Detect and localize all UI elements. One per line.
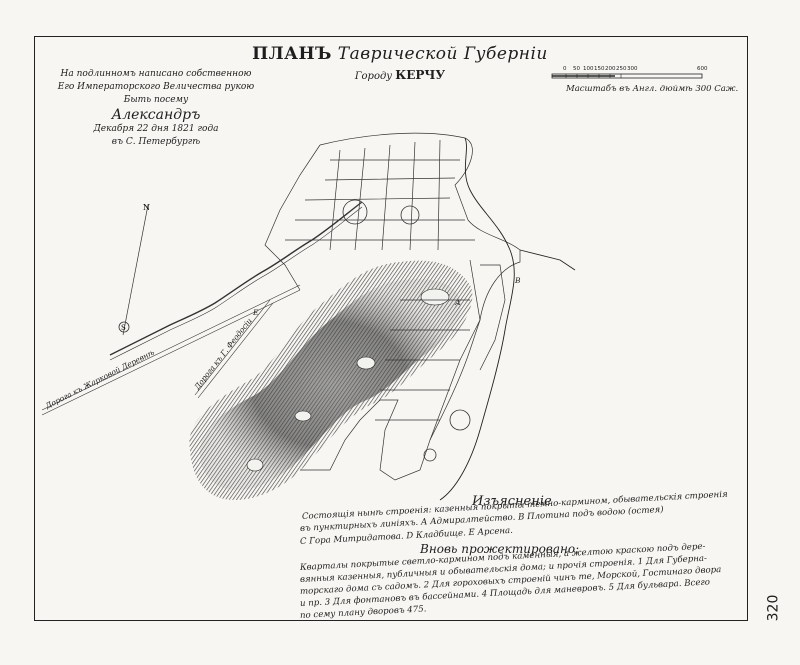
map-letter-e: Е [253,308,259,317]
scale-tick-label: 250 [616,66,627,72]
compass [118,204,149,336]
map-frame [34,36,748,621]
subtitle-city: КЕРЧУ [395,68,446,82]
town-grid [264,132,521,481]
title-prefix: ПЛАНЪ [252,44,332,64]
scale-tick-label: 200 [605,66,616,72]
scale-tick-label: 600 [697,66,708,72]
town-circle [342,199,368,225]
inscription-line: На подлинномъ написано собственною [60,69,252,79]
scale-label: Масштабъ въ Англ. дюймѣ 300 Саж. [566,84,739,94]
map-letter-b: В [515,276,521,285]
page-number: 320 [765,594,782,622]
scale-tick-label: 300 [627,66,638,72]
compass-north-label: N [143,203,150,212]
shoreline [439,137,576,501]
map-letter-a: А [455,298,461,307]
road-lines [41,284,301,416]
imperial-inscription: На подлинномъ написано собственною Его И… [40,68,272,149]
scale-tick-label: 50 [573,66,580,72]
scale-bar [551,73,703,79]
inscription-line: въ С. Петербургѣ [111,137,201,147]
inscription-line: Его Императорского Величества рукою [57,82,255,92]
mountain-ridge [189,260,473,500]
town-circle [400,205,420,225]
legend-title: Изъясненіе [472,494,552,509]
compass-south-label: S [121,324,126,332]
title-rest: Таврической Губерніи [337,44,548,64]
scale-tick-label: 0 [563,66,567,72]
town-circle [423,448,437,462]
inscription-line: Быть посему [123,95,189,105]
legend-subtitle: Вновь прожектировано: [420,542,580,556]
inscription-line: Декабря 22 дня 1821 года [93,124,219,134]
town-circle [449,409,471,431]
scale-tick-label: 150 [594,66,605,72]
subtitle-prefix: Городу [354,71,393,82]
scale-tick-label: 100 [583,66,594,72]
wavy-road [109,201,363,361]
map-title: ПЛАНЪ Таврической Губерніи [0,44,800,64]
inscription-signature: Александръ [111,107,201,123]
map-subtitle: Городу КЕРЧУ [0,68,800,82]
